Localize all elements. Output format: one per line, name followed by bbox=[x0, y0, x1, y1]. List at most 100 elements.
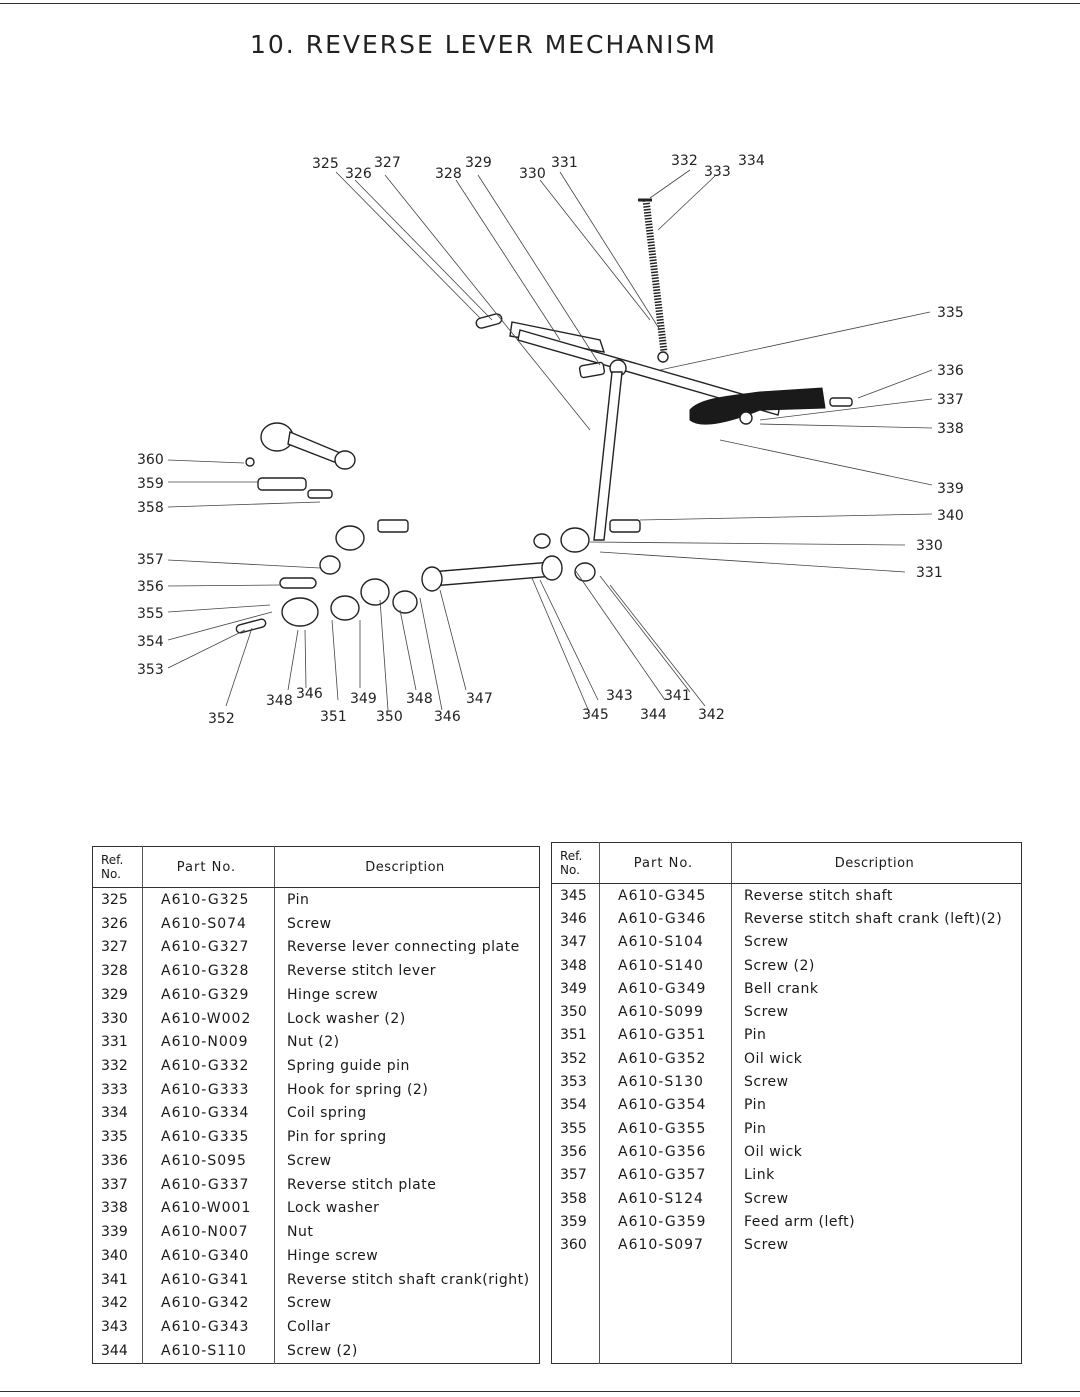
callout: 340 bbox=[937, 508, 964, 524]
description-cell: Oil wick bbox=[744, 1050, 803, 1067]
table-header-row: Ref. No. Part No. Description bbox=[551, 842, 1022, 884]
part-no-cell: A610-S124 bbox=[599, 1186, 732, 1211]
description-cell: Bell crank bbox=[744, 980, 819, 997]
header-description: Description bbox=[731, 842, 1022, 884]
ref-no-cell: 349 bbox=[551, 977, 600, 1001]
description-cell: Reverse stitch shaft crank (left)(2) bbox=[744, 910, 1003, 927]
ref-no-cell: 337 bbox=[92, 1172, 143, 1197]
callout: 346 bbox=[296, 686, 323, 702]
description-cell: Lock washer (2) bbox=[287, 1010, 406, 1027]
description-cell: Feed arm (left) bbox=[744, 1213, 856, 1230]
callout: 344 bbox=[640, 707, 667, 723]
description-cell: Pin for spring bbox=[287, 1129, 387, 1146]
description-cell: Screw (2) bbox=[744, 957, 815, 974]
ref-no-cell: 347 bbox=[551, 930, 600, 954]
description-cell: Screw bbox=[744, 1237, 789, 1254]
description-cell: Screw bbox=[744, 1004, 789, 1021]
bottom-rule bbox=[0, 1391, 1080, 1392]
header-ref-no: Ref. No. bbox=[92, 846, 143, 888]
part-no-cell: A610-N007 bbox=[142, 1220, 275, 1245]
description-cell: Screw bbox=[744, 1190, 789, 1207]
header-part-no: Part No. bbox=[142, 846, 275, 888]
ref-no-cell: 334 bbox=[92, 1101, 143, 1126]
exploded-parts-diagram: 325 326 327 328 329 330 331 332 333 334 … bbox=[137, 153, 964, 727]
description-cell: Reverse lever connecting plate bbox=[287, 939, 520, 956]
description-cell: Screw (2) bbox=[287, 1342, 358, 1359]
description-cell: Hinge screw bbox=[287, 986, 379, 1003]
description-cell: Reverse stitch lever bbox=[287, 963, 437, 980]
description-cell: Pin bbox=[744, 1120, 767, 1137]
part-no-cell: A610-G357 bbox=[599, 1163, 732, 1187]
parts-illustration bbox=[235, 198, 853, 634]
part-no-cell: A610-G356 bbox=[599, 1140, 732, 1164]
callout: 346 bbox=[434, 709, 461, 725]
callout: 331 bbox=[916, 565, 943, 581]
ref-no-cell: 350 bbox=[551, 1000, 600, 1024]
callout: 330 bbox=[519, 166, 546, 182]
leader-lines bbox=[167, 169, 933, 715]
ref-no-cell: 336 bbox=[92, 1149, 143, 1173]
description-cell: Hook for spring (2) bbox=[287, 1081, 429, 1098]
callout: 356 bbox=[137, 579, 164, 595]
part-no-cell: A610-G335 bbox=[142, 1125, 275, 1150]
callout: 342 bbox=[698, 707, 725, 723]
ref-no-cell: 345 bbox=[551, 883, 600, 908]
callout: 329 bbox=[465, 155, 492, 171]
part-no-cell: A610-W002 bbox=[142, 1006, 275, 1031]
part-no-cell: A610-S110 bbox=[142, 1338, 275, 1364]
part-no-cell: A610-G355 bbox=[599, 1116, 732, 1141]
part-no-cell: A610-S104 bbox=[599, 930, 732, 954]
part-no-cell: A610-G332 bbox=[142, 1054, 275, 1078]
part-no-cell: A610-G337 bbox=[142, 1172, 275, 1197]
description-cell: Screw bbox=[287, 915, 332, 932]
callout: 353 bbox=[137, 662, 164, 678]
ref-no-cell: 352 bbox=[551, 1047, 600, 1071]
header-ref-no: Ref. No. bbox=[551, 842, 600, 884]
ref-no-cell: 325 bbox=[92, 887, 143, 912]
callout: 358 bbox=[137, 500, 164, 516]
part-no-cell: A610-G333 bbox=[142, 1077, 275, 1102]
description-cell: Nut bbox=[287, 1224, 314, 1241]
part-no-cell: A610-G325 bbox=[142, 887, 275, 912]
part-no-cell: A610-G359 bbox=[599, 1210, 732, 1234]
callout: 359 bbox=[137, 476, 164, 492]
ref-no-cell: 339 bbox=[92, 1220, 143, 1245]
description-cell: Screw bbox=[287, 1295, 332, 1312]
ref-no-cell: 330 bbox=[92, 1006, 143, 1031]
callout-numbers: 325 326 327 328 329 330 331 332 333 334 … bbox=[137, 153, 964, 727]
part-no-cell: A610-S140 bbox=[599, 953, 732, 978]
callout: 347 bbox=[466, 691, 493, 707]
description-cell: Screw bbox=[287, 1152, 332, 1169]
callout: 326 bbox=[345, 166, 372, 182]
description-cell: Spring guide pin bbox=[287, 1058, 410, 1075]
part-no-cell: A610-S099 bbox=[599, 1000, 732, 1024]
ref-no-cell: 348 bbox=[551, 953, 600, 978]
part-no-cell: A610-S074 bbox=[142, 911, 275, 936]
callout: 348 bbox=[266, 693, 293, 709]
ref-no-cell: 331 bbox=[92, 1030, 143, 1055]
part-no-cell: A610-G329 bbox=[142, 982, 275, 1007]
ref-no-cell: 346 bbox=[551, 907, 600, 931]
ref-no-cell: 357 bbox=[551, 1163, 600, 1187]
